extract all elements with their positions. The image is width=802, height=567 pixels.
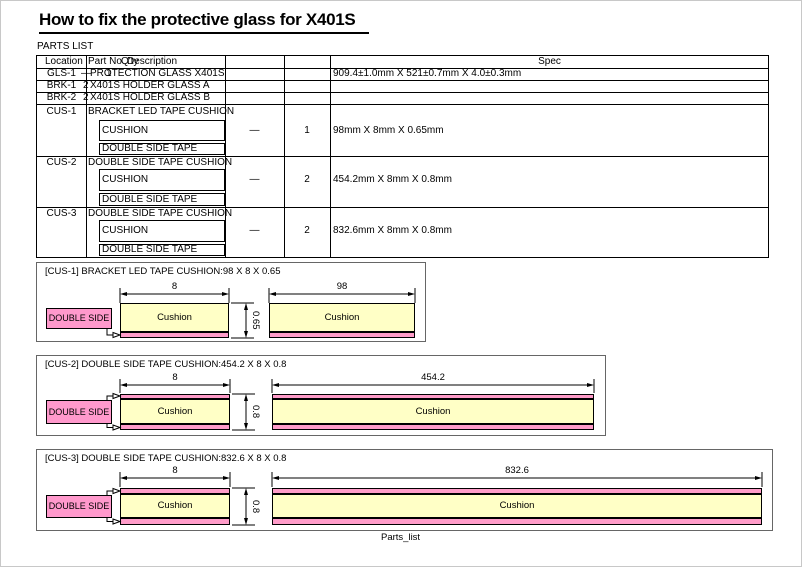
gls1-qty: 1 [106, 68, 112, 79]
gls1-spec: 909.4±1.0mm X 521±0.7mm X 4.0±0.3mm [333, 68, 522, 79]
cus3-spec: 832.6mm X 8mm X 0.8mm [333, 225, 452, 236]
cus3-sub-cushion: CUSHION [102, 225, 149, 236]
brk2-location: BRK-2 [46, 92, 77, 103]
dim-width-small: 8 [171, 281, 178, 292]
grid-line [37, 104, 768, 105]
cushion-small [120, 303, 229, 332]
diagram-cus2-title: [CUS-2] DOUBLE SIDE TAPE CUSHION:454.2 X… [45, 359, 287, 370]
cus1-spec: 98mm X 8mm X 0.65mm [333, 125, 444, 136]
dim-thickness: 0.8 [250, 405, 261, 419]
cus2-sub-cushion: CUSHION [102, 174, 149, 185]
diagram-cus1-title: [CUS-1] BRACKET LED TAPE CUSHION:98 X 8 … [45, 266, 281, 277]
cus3-sub-cushion-cell [99, 220, 225, 242]
document-title: How to fix the protective glass for X401… [39, 10, 370, 34]
dimension-lines [106, 472, 763, 526]
cus1-part-no: — [249, 125, 260, 136]
dim-thickness: 0.8 [250, 499, 261, 514]
diagram-cus2: [CUS-2] DOUBLE SIDE TAPE CUSHION:454.2 X… [36, 355, 606, 436]
callout-arrow [112, 424, 122, 431]
cushion-large [272, 494, 762, 518]
cus2-sub-cushion-cell [99, 169, 225, 191]
grid-line [37, 80, 768, 81]
cus1-sub-cushion-cell [99, 120, 225, 141]
dim-width-small: 8 [172, 465, 178, 476]
brk2-qty: 2 [83, 92, 89, 103]
header-qty: Q'ty [121, 56, 139, 67]
cushion-small-label: Cushion [157, 312, 192, 323]
cus3-sub-tape: DOUBLE SIDE TAPE [102, 244, 198, 255]
tape-strip-top [272, 488, 762, 494]
callout-arrow [112, 392, 122, 400]
callout-arrow [112, 487, 122, 495]
dim-thickness: 0.65 [250, 311, 261, 330]
double-side-label: DOUBLE SIDE [46, 400, 112, 424]
sheet-name-label: Parts_list [381, 532, 421, 543]
double-side-label: DOUBLE SIDE [46, 308, 112, 329]
gls1-location: GLS-1 [47, 68, 76, 79]
callout-arrow [112, 331, 122, 339]
cus2-sub-tape-cell [99, 193, 225, 206]
brk1-qty: 2 [83, 80, 89, 91]
cus1-sub-tape: DOUBLE SIDE TAPE [102, 143, 198, 154]
cus1-qty: 1 [304, 125, 310, 136]
tape-strip-top [272, 394, 594, 399]
cus1-sub-tape-cell [99, 143, 225, 155]
tape-strip-bottom [269, 332, 415, 338]
tape-strip-bottom [272, 424, 594, 430]
grid-line [37, 92, 768, 93]
callout-arrow [112, 518, 122, 525]
cushion-large-label: Cushion [324, 312, 360, 323]
grid-line [37, 68, 768, 69]
diagram-cus1: [CUS-1] BRACKET LED TAPE CUSHION:98 X 8 … [36, 262, 426, 342]
cushion-small-label: Cushion [157, 406, 193, 417]
cushion-small [120, 399, 230, 424]
gls1-description: PROTECTION GLASS X401S [90, 68, 225, 79]
grid-line [37, 156, 768, 157]
dim-width-large: 98 [336, 281, 348, 292]
header-description: Description [127, 56, 178, 67]
cus3-qty: 2 [304, 225, 310, 236]
diagram-cus3-title: [CUS-3] DOUBLE SIDE TAPE CUSHION:832.6 X… [45, 453, 287, 464]
dimension-lines [106, 288, 416, 339]
cushion-large-label: Cushion [415, 406, 451, 417]
cus1-sub-cushion: CUSHION [102, 125, 149, 136]
cus2-location: CUS-2 [46, 157, 77, 168]
brk1-description: X401S HOLDER GLASS A [90, 80, 210, 91]
grid-line [37, 207, 768, 208]
tape-strip-top [120, 394, 230, 399]
dimension-lines [106, 379, 595, 431]
dim-width-small: 8 [172, 372, 178, 383]
cus2-sub-tape: DOUBLE SIDE TAPE [102, 194, 198, 205]
cus2-spec: 454.2mm X 8mm X 0.8mm [333, 174, 452, 185]
parts-list-heading: PARTS LIST [37, 41, 94, 52]
brk1-location: BRK-1 [46, 80, 77, 91]
cus2-description: DOUBLE SIDE TAPE CUSHION [88, 157, 233, 168]
dim-width-large: 454.2 [421, 372, 445, 383]
cus1-description: BRACKET LED TAPE CUSHION [88, 106, 235, 117]
header-location: Location [45, 56, 83, 67]
parts-table: Location Part No Q'ty Description Spec G… [36, 55, 769, 258]
header-part-no: Part No [88, 56, 122, 67]
cushion-large-label: Cushion [499, 500, 535, 511]
cushion-large [272, 399, 594, 424]
cushion-large [269, 303, 415, 332]
diagram-cus3: [CUS-3] DOUBLE SIDE TAPE CUSHION:832.6 X… [36, 449, 773, 531]
cus3-location: CUS-3 [46, 208, 77, 219]
cus1-location: CUS-1 [46, 106, 77, 117]
cushion-small [120, 494, 230, 518]
tape-strip-bottom [272, 518, 762, 525]
cushion-small-label: Cushion [157, 500, 193, 511]
cus3-sub-tape-cell [99, 244, 225, 256]
cus3-description: DOUBLE SIDE TAPE CUSHION [88, 208, 233, 219]
cus2-part-no: — [249, 174, 260, 185]
cus2-qty: 2 [304, 174, 310, 185]
header-spec: Spec [538, 56, 561, 67]
cus3-part-no: — [249, 225, 260, 236]
gls1-part-no: — [81, 68, 91, 79]
brk2-description: X401S HOLDER GLASS B [90, 92, 211, 103]
double-side-label: DOUBLE SIDE [46, 495, 112, 518]
dim-width-large: 832.6 [505, 465, 529, 476]
tape-strip-bottom [120, 424, 230, 430]
